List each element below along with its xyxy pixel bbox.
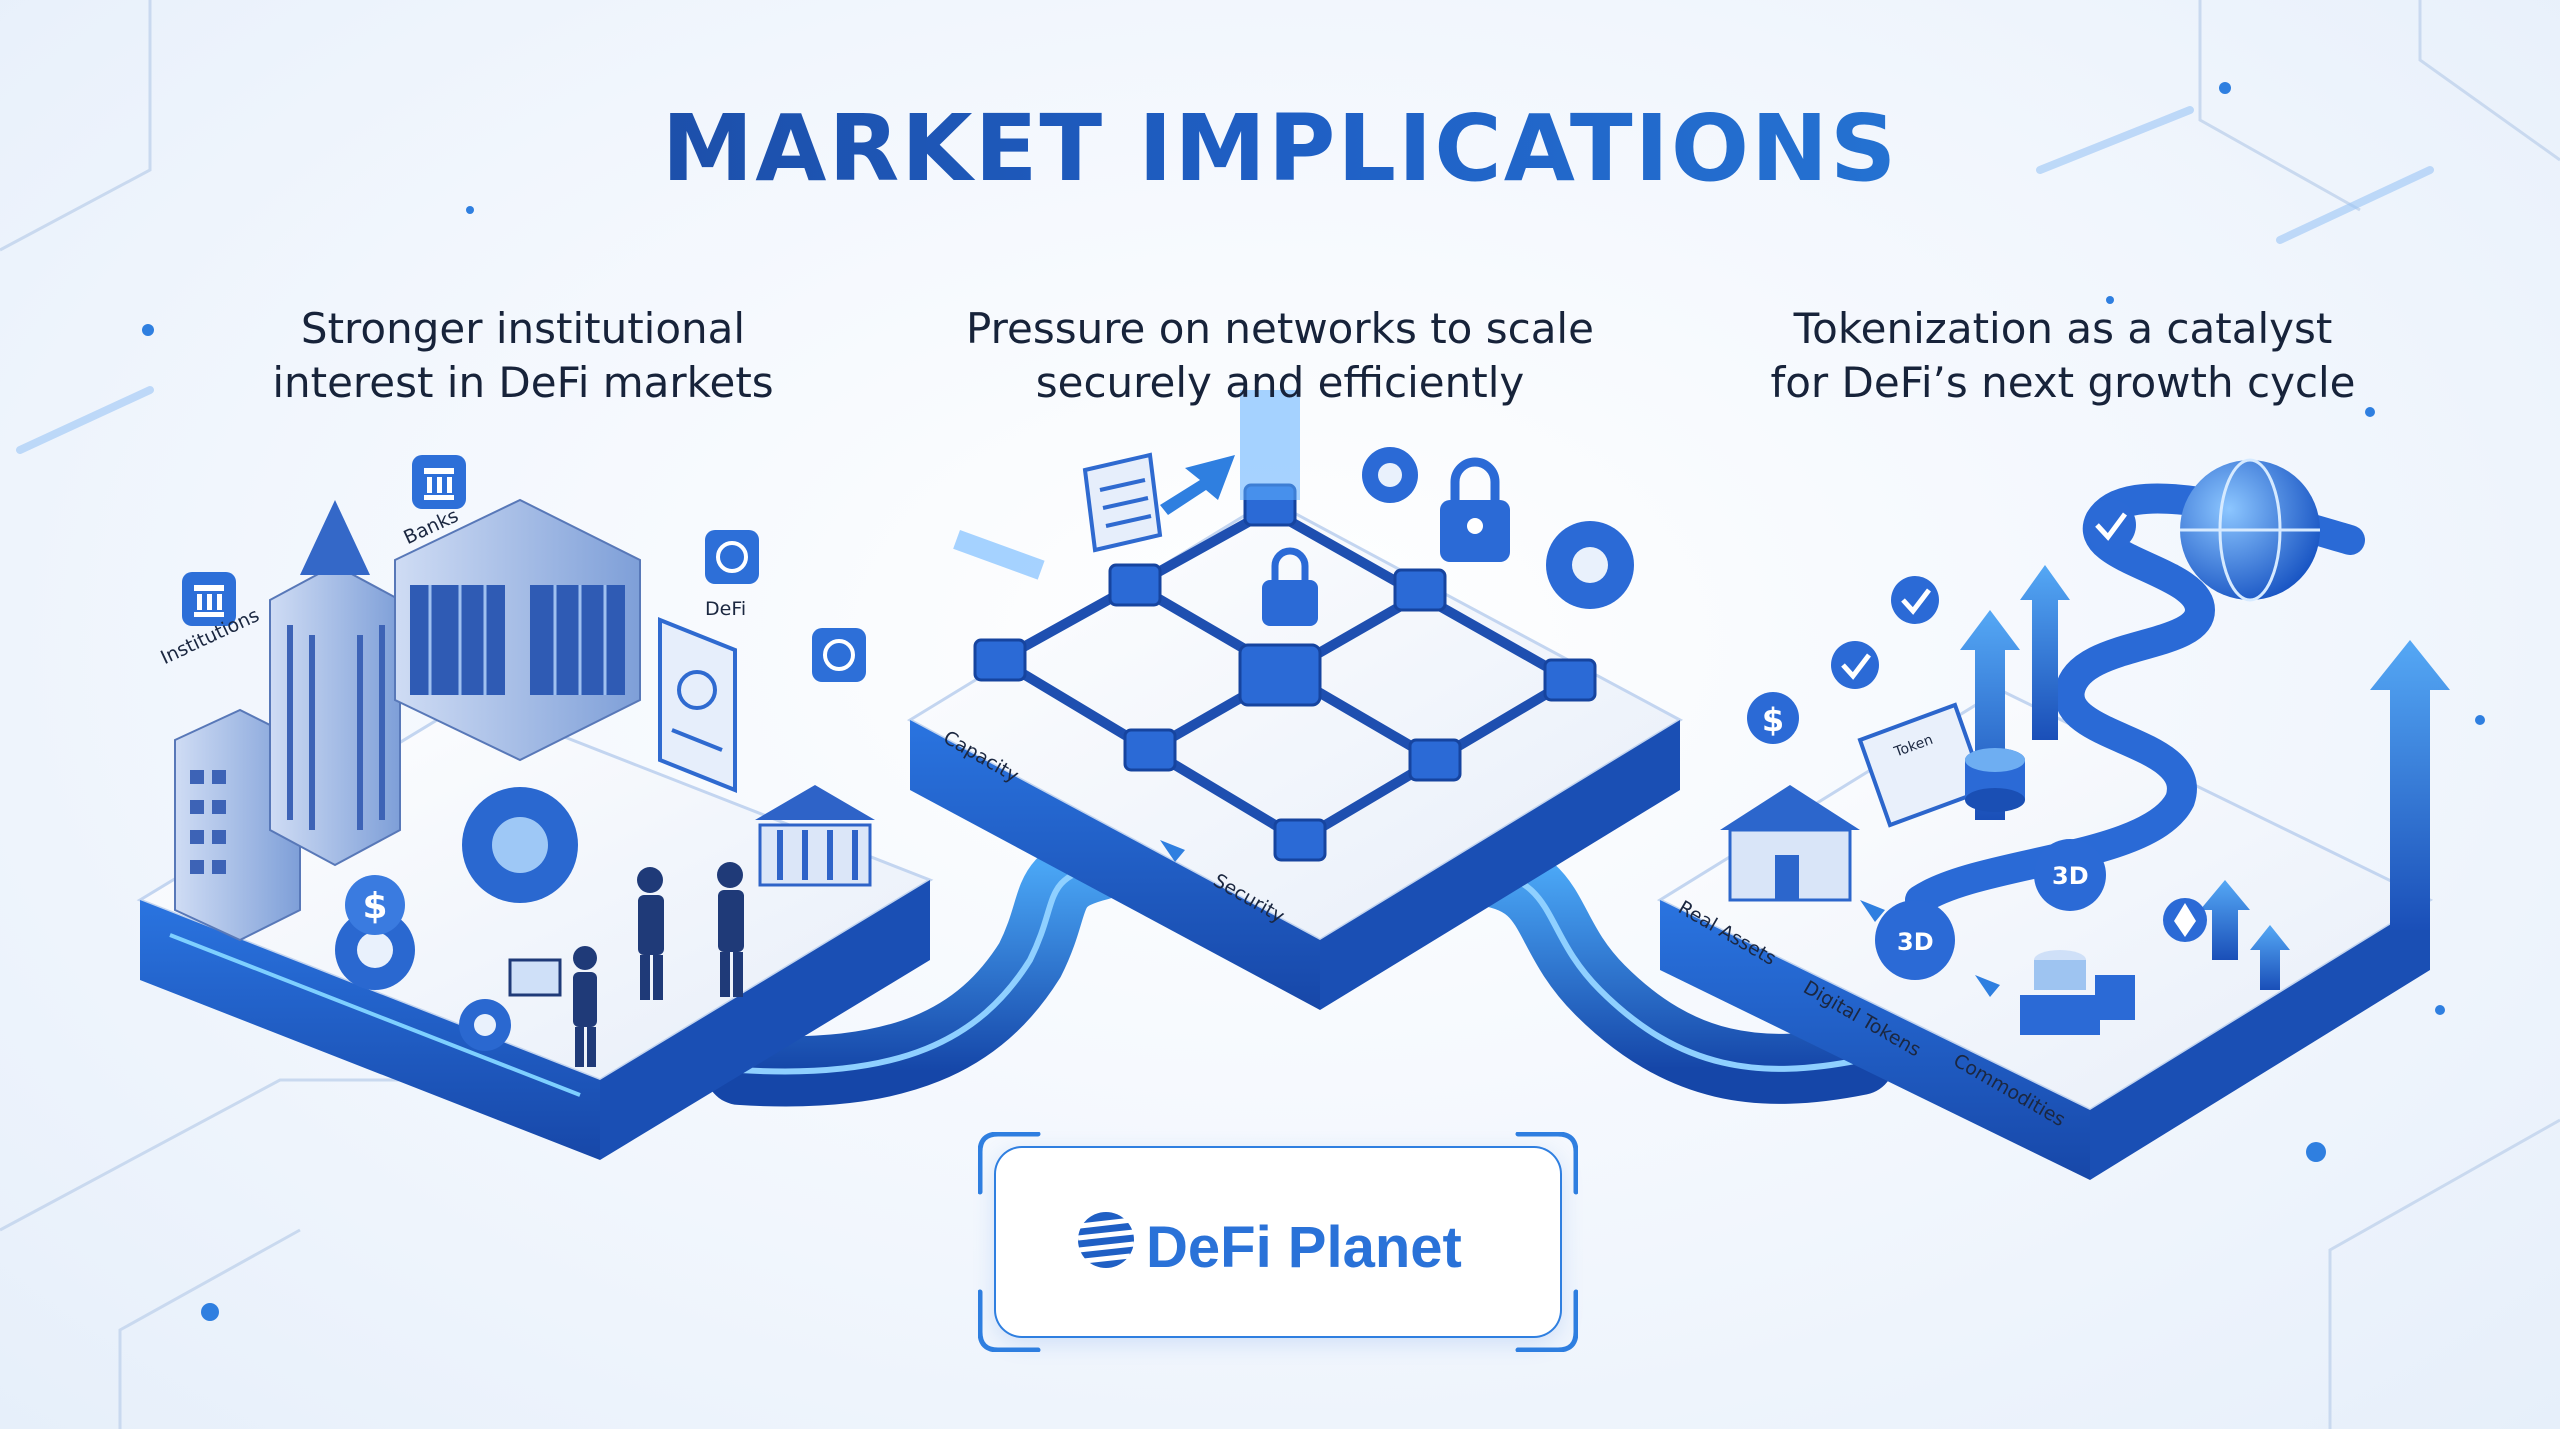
globe-icon [2180,458,2320,602]
caption-line-2: interest in DeFi markets [272,358,774,407]
flow-arrows [1160,840,2000,997]
bank-building-icon [755,785,875,887]
building-bank-office [394,498,641,762]
globe-icon [1077,1212,1135,1268]
handshake-icon [508,862,744,1067]
gear-icon [335,787,578,1051]
caption-institutional-interest: Stronger institutional interest in DeFi … [163,302,883,410]
svg-text:$: $ [1762,701,1784,739]
network-nodes [973,483,1597,862]
caption-line-2: securely and efficiently [1035,358,1525,407]
growth-arrow-icon [1160,455,1235,515]
page-title: MARKET IMPLICATIONS [0,95,2560,202]
logo-card: DeFi Planet [996,1148,1560,1336]
checkmark-icon [1831,499,2136,689]
caption-line-1: Tokenization as a catalyst [1793,304,2333,353]
caption-tokenization-catalyst: Tokenization as a catalyst for DeFi’s ne… [1703,302,2423,410]
ethereum-icon [2163,898,2207,942]
data-beam [953,390,1300,580]
building-left [174,708,301,942]
platform-network [906,498,1684,1010]
background-light-streaks [16,106,2434,454]
padlock-icon [1440,457,1510,562]
logo-frame-brackets [978,1132,1578,1352]
coin-icon [1875,748,2106,980]
gear-icon [1362,447,1634,609]
commodities-stack [2020,950,2135,1035]
caption-line-1: Pressure on networks to scale [966,304,1594,353]
caption-line-1: Stronger institutional [300,304,746,353]
lock-icon [1262,547,1318,626]
document-certificate [658,617,737,793]
floating-badges-left [182,455,866,682]
svg-text:$: $ [362,886,387,927]
document-icon [1082,452,1163,553]
coin-label-3d: 3D [1897,928,1934,956]
logo-wordmark: DeFi Planet [1146,1215,1462,1280]
caption-network-pressure: Pressure on networks to scale securely a… [920,302,1640,410]
house-icon [1720,785,1860,902]
brand-logo-box: DeFi Planet [978,1132,1578,1352]
spiral-growth-path [1905,483,2365,915]
connector-pipe-right [1445,835,1895,1104]
building-tower [269,500,401,867]
background-dots [142,82,2485,1321]
caption-line-2: for DeFi’s next growth cycle [1770,358,2356,407]
dollar-icon: $ [345,875,405,935]
connector-pipe-left [705,830,1135,1107]
dollar-icon: $ [1747,692,1799,744]
label-defi: DeFi [705,598,747,620]
coin-label-3d: 3D [2052,862,2089,890]
